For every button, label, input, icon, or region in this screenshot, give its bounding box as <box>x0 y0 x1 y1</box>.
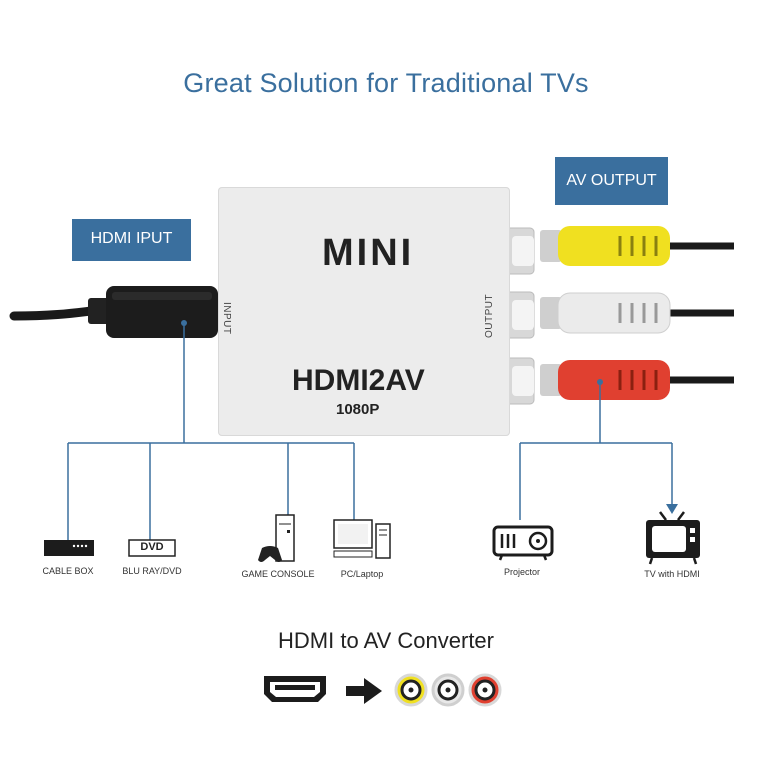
output-port-label: OUTPUT <box>484 293 495 338</box>
source-label-cable-box: CABLE BOX <box>42 566 94 576</box>
source-label-game-console: GAME CONSOLE <box>241 569 315 579</box>
source-label-pc: PC/Laptop <box>340 569 384 579</box>
rca-red-icon <box>468 673 502 707</box>
arrow-right-icon <box>346 678 382 704</box>
tv-icon <box>646 511 700 565</box>
pc-icon <box>333 519 391 559</box>
cable-box-icon <box>44 540 94 556</box>
rca-connector-dot <box>597 379 603 385</box>
source-connector-lines <box>67 323 355 540</box>
projector-icon <box>492 525 554 561</box>
hdmi-cable <box>9 286 218 338</box>
rca-cable-white <box>540 292 734 334</box>
game-console-icon <box>258 514 295 562</box>
hdmi-plug-icon <box>264 676 326 702</box>
page-title: Great Solution for Traditional TVs <box>183 68 589 98</box>
output-label-projector: Projector <box>503 567 540 577</box>
input-port-label: INPUT <box>221 302 232 335</box>
rca-white-icon <box>431 673 465 707</box>
output-connector-lines <box>519 382 673 520</box>
rca-cable-red <box>540 360 734 400</box>
converter-resolution: 1080P <box>336 401 380 418</box>
output-label-tv: TV with HDMI <box>644 569 700 579</box>
rca-cable-yellow <box>540 226 734 266</box>
dvd-badge: DVD <box>140 541 164 553</box>
converter-caption: HDMI to AV Converter <box>278 628 494 653</box>
converter-brand: MINI <box>322 232 415 274</box>
source-label-dvd: BLU RAY/DVD <box>122 566 182 576</box>
dvd-player-icon <box>128 539 176 557</box>
hdmi-input-tag: HDMI IPUT <box>72 219 191 261</box>
converter-model: HDMI2AV <box>292 364 425 397</box>
arrow-down-icon <box>666 504 678 514</box>
av-output-tag: AV OUTPUT <box>555 157 668 205</box>
rca-yellow-icon <box>394 673 428 707</box>
converter-box <box>218 187 510 436</box>
rca-jacks <box>503 227 535 405</box>
hdmi-connector-dot <box>181 320 187 326</box>
